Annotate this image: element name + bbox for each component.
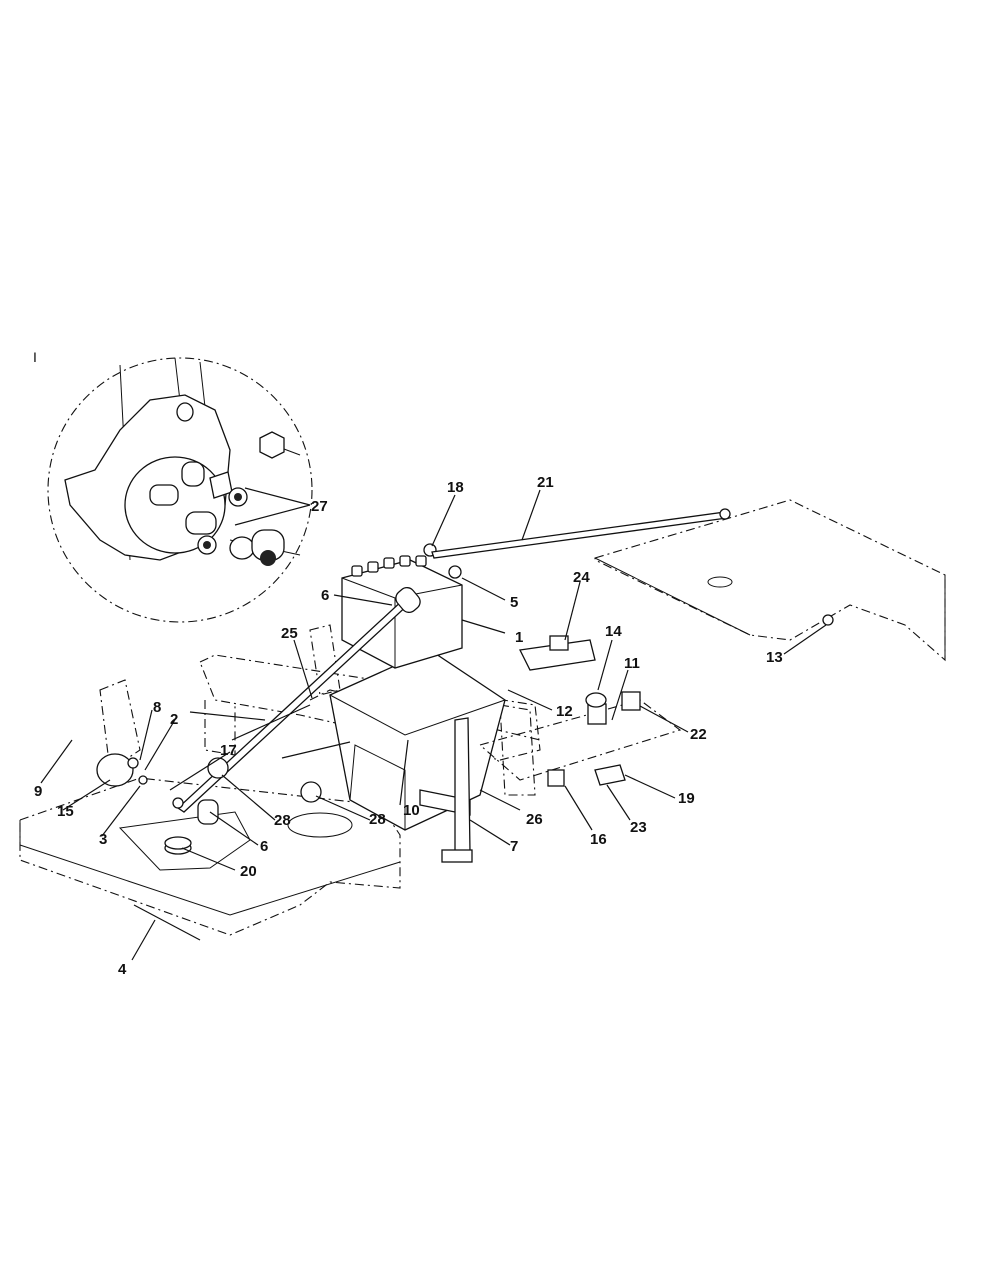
callout-19: 19 bbox=[678, 790, 695, 807]
callout-24: 24 bbox=[573, 569, 590, 586]
callout-7: 7 bbox=[510, 838, 518, 855]
detail-view-solenoid bbox=[47, 357, 313, 623]
callout-21: 21 bbox=[537, 474, 554, 491]
battery-strap bbox=[441, 717, 473, 863]
callout-labels: 1 2 3 4 5 6 6 7 8 9 10 11 12 13 14 15 16… bbox=[34, 474, 783, 978]
grommets bbox=[133, 704, 351, 941]
callout-18: 18 bbox=[447, 479, 464, 496]
floor-panel bbox=[594, 499, 946, 662]
chassis-frame bbox=[19, 624, 541, 936]
battery bbox=[341, 543, 463, 669]
callout-27: 27 bbox=[311, 498, 328, 515]
callout-1: 1 bbox=[515, 629, 523, 646]
callout-28-right: 28 bbox=[369, 811, 386, 828]
callout-10: 10 bbox=[403, 802, 420, 819]
solenoid-assembly bbox=[96, 679, 184, 809]
callout-9: 9 bbox=[34, 783, 42, 800]
callout-13: 13 bbox=[766, 649, 783, 666]
switch-panel bbox=[478, 635, 682, 787]
callout-23: 23 bbox=[630, 819, 647, 836]
callout-11: 11 bbox=[624, 655, 640, 672]
callout-26: 26 bbox=[526, 811, 543, 828]
callout-6-bottom: 6 bbox=[260, 838, 268, 855]
callout-2: 2 bbox=[170, 711, 178, 728]
callout-17: 17 bbox=[220, 742, 237, 759]
callout-22: 22 bbox=[690, 726, 707, 743]
callout-8: 8 bbox=[153, 699, 161, 716]
callout-3: 3 bbox=[99, 831, 107, 848]
callout-6-top: 6 bbox=[321, 587, 329, 604]
callout-16: 16 bbox=[590, 831, 607, 848]
callout-20: 20 bbox=[240, 863, 257, 880]
battery-cables bbox=[176, 508, 731, 825]
callout-4: 4 bbox=[118, 961, 127, 978]
callout-5: 5 bbox=[510, 594, 518, 611]
callout-28-left: 28 bbox=[274, 812, 291, 829]
corner-mark: I bbox=[33, 349, 37, 365]
callout-12: 12 bbox=[556, 703, 573, 720]
leader-lines bbox=[40, 487, 827, 961]
callout-15: 15 bbox=[57, 803, 74, 820]
callout-14: 14 bbox=[605, 623, 622, 640]
callout-25: 25 bbox=[281, 625, 298, 642]
